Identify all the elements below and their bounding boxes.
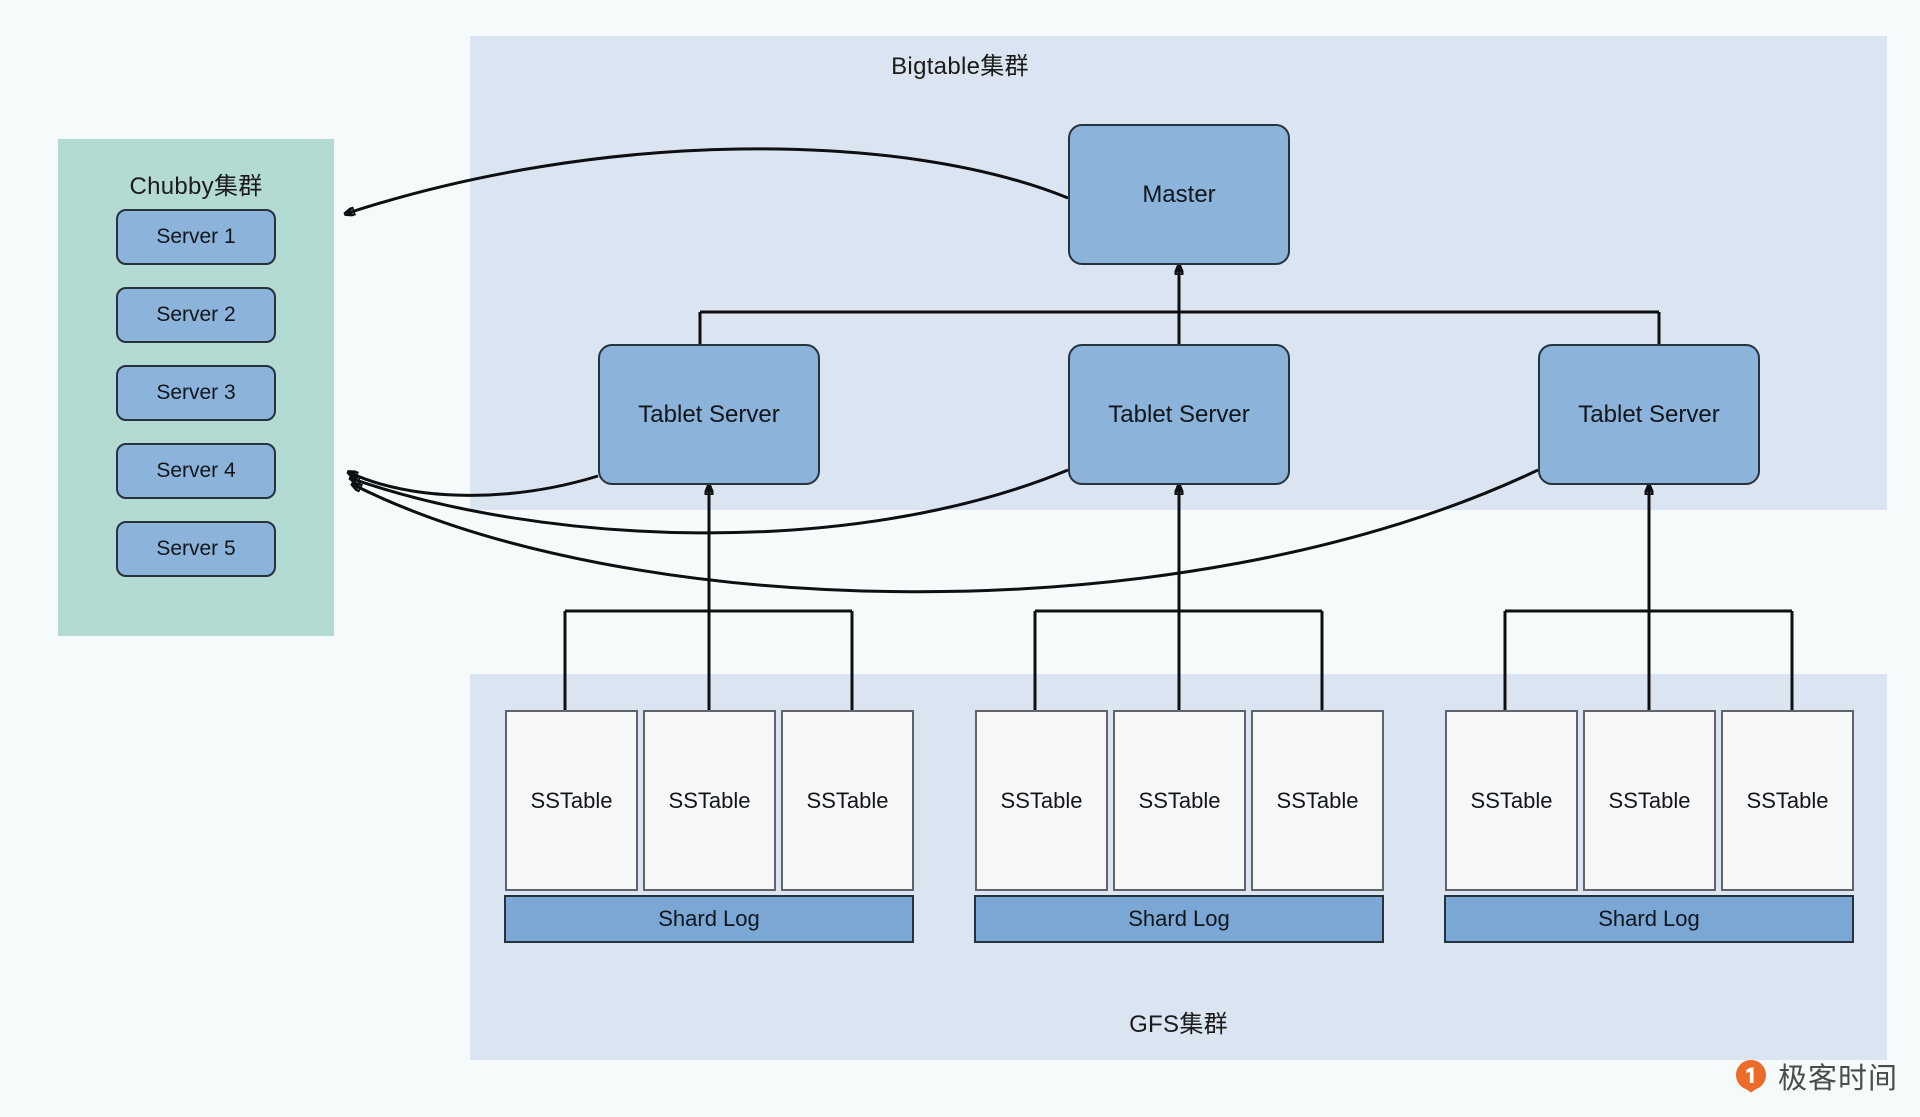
gfs-cluster-title: GFS集群 [1129, 1011, 1228, 1038]
sstable-g1-2[interactable]: SSTable [643, 710, 776, 891]
chubby-server-2[interactable]: Server 2 [116, 287, 276, 343]
watermark-text: 极客时间 [1778, 1063, 1899, 1095]
geektime-logo-icon [1736, 1060, 1766, 1093]
shard-log-g2[interactable]: Shard Log [974, 895, 1384, 943]
shard-log-g3[interactable]: Shard Log [1444, 895, 1854, 943]
chubby-server-4[interactable]: Server 4 [116, 443, 276, 499]
sstable-g3-2[interactable]: SSTable [1583, 710, 1716, 891]
bigtable-cluster-title: Bigtable集群 [891, 53, 1029, 80]
sstable-g2-2[interactable]: SSTable [1113, 710, 1246, 891]
chubby-server-1[interactable]: Server 1 [116, 209, 276, 265]
chubby-server-3[interactable]: Server 3 [116, 365, 276, 421]
sstable-g2-1[interactable]: SSTable [975, 710, 1108, 891]
master-node[interactable]: Master [1068, 124, 1290, 265]
tablet-server-node-1[interactable]: Tablet Server [598, 344, 820, 485]
sstable-g3-3[interactable]: SSTable [1721, 710, 1854, 891]
chubby-cluster-title: Chubby集群 [129, 173, 263, 200]
shard-log-g1[interactable]: Shard Log [504, 895, 914, 943]
sstable-g2-3[interactable]: SSTable [1251, 710, 1384, 891]
chubby-server-5[interactable]: Server 5 [116, 521, 276, 577]
sstable-g1-3[interactable]: SSTable [781, 710, 914, 891]
sstable-g1-1[interactable]: SSTable [505, 710, 638, 891]
sstable-g3-1[interactable]: SSTable [1445, 710, 1578, 891]
watermark: 极客时间 [1733, 1055, 1898, 1097]
tablet-server-node-3[interactable]: Tablet Server [1538, 344, 1760, 485]
tablet-server-node-2[interactable]: Tablet Server [1068, 344, 1290, 485]
